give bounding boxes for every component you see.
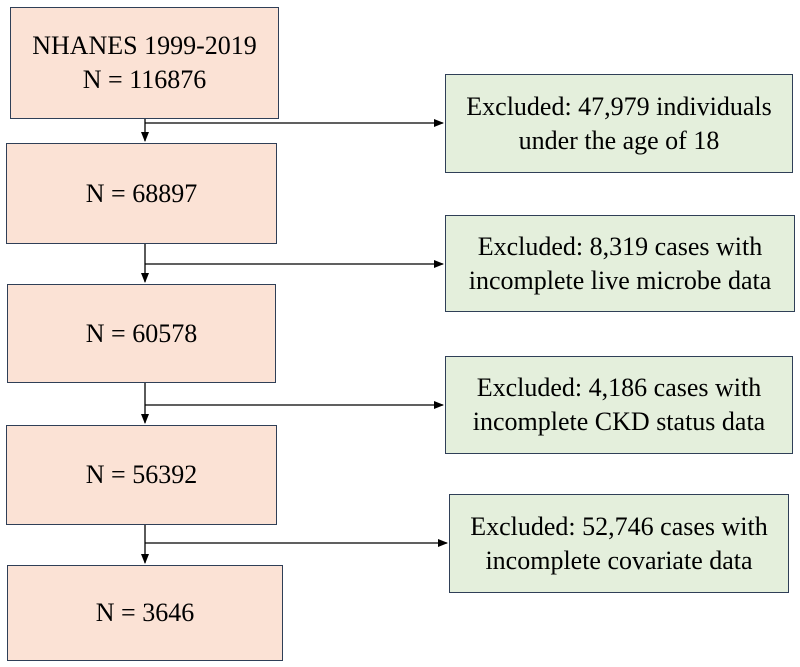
step-5-line-1: N = 3646 <box>95 598 195 627</box>
exclusion-4-line-2: incomplete covariate data <box>485 545 753 575</box>
exclusion-1-line-1: Excluded: 47,979 individuals <box>466 91 772 121</box>
exclusion-box-3: Excluded: 4,186 cases with incomplete CK… <box>445 356 793 454</box>
exclusion-box-1: Excluded: 47,979 individuals under the a… <box>445 74 793 173</box>
exclusion-3-line-1: Excluded: 4,186 cases with <box>476 373 762 402</box>
step-3-line-1: N = 60578 <box>85 318 198 348</box>
step-1-line-1: NHANES 1999-2019 <box>32 31 257 60</box>
exclusion-4-line-1: Excluded: 52,746 cases with <box>470 511 768 541</box>
exclusion-box-4: Excluded: 52,746 cases with incomplete c… <box>449 494 789 593</box>
step-4-line-1: N = 56392 <box>85 460 198 489</box>
step-box-2: N = 68897 <box>6 143 277 244</box>
step-1-line-2: N = 116876 <box>82 65 207 94</box>
exclusion-2-line-2: incomplete live microbe data <box>468 265 772 295</box>
exclusion-1-line-2: under the age of 18 <box>518 125 720 155</box>
exclusion-box-2: Excluded: 8,319 cases with incomplete li… <box>445 215 795 312</box>
step-box-1: NHANES 1999-2019 N = 116876 <box>10 7 279 119</box>
exclusion-3-line-2: incomplete CKD status data <box>472 407 766 436</box>
step-box-5: N = 3646 <box>7 565 283 661</box>
step-2-line-1: N = 68897 <box>85 178 198 208</box>
exclusion-2-line-1: Excluded: 8,319 cases with <box>477 231 763 261</box>
step-box-3: N = 60578 <box>7 284 276 383</box>
step-box-4: N = 56392 <box>6 425 277 525</box>
